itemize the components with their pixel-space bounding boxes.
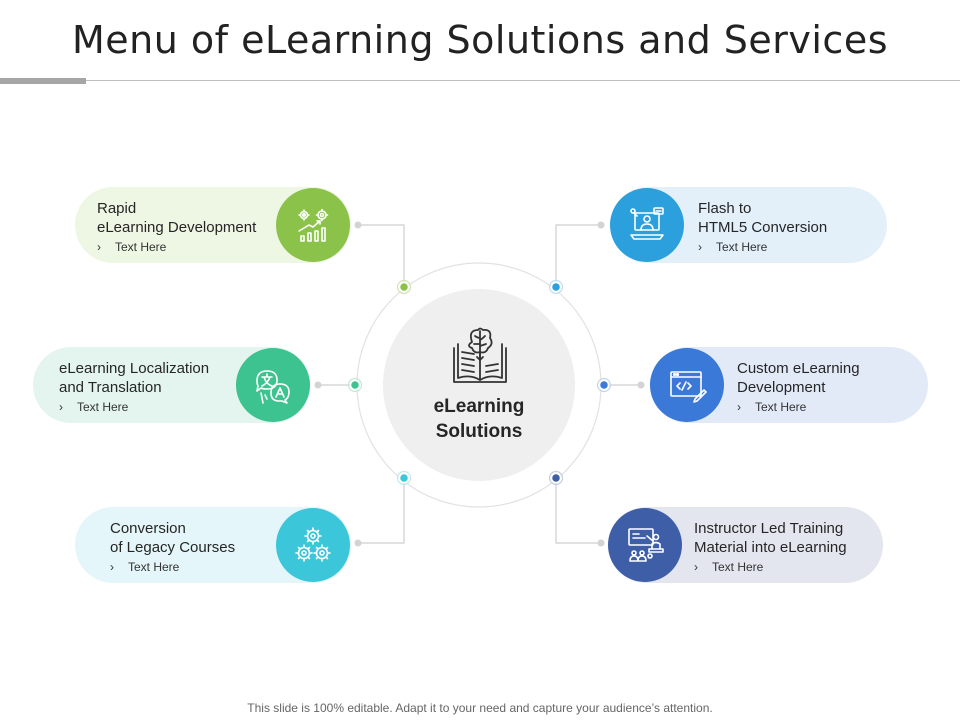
- item-title-line-1: eLearning Localization: [59, 360, 210, 377]
- item-subtext: ›Text Here: [737, 400, 807, 414]
- center-hub: [383, 289, 575, 481]
- item-subtext: ›Text Here: [59, 400, 129, 414]
- ring-dot-6: [550, 472, 562, 484]
- brain-book-icon: [453, 327, 507, 383]
- item-title-line-2: and Translation: [59, 379, 162, 396]
- item-title-line-1: Instructor Led Training: [694, 520, 844, 537]
- icon-circle-flash: [610, 188, 684, 262]
- item-subtext: ›Text Here: [698, 240, 768, 254]
- text-instructor-led: Instructor Led Training Material into eL…: [694, 519, 847, 577]
- text-custom-elearning: Custom eLearning Development ›Text Here: [737, 359, 860, 417]
- item-title-line-2: eLearning Development: [97, 219, 257, 236]
- item-title-line-1: Flash to: [698, 200, 752, 217]
- center-label: eLearning Solutions: [383, 394, 575, 444]
- item-title-line-2: of Legacy Courses: [110, 539, 236, 556]
- code-editor-icon: [670, 371, 707, 403]
- classroom-icon: [628, 528, 664, 562]
- text-flash-html5: Flash to HTML5 Conversion ›Text Here: [698, 199, 827, 257]
- center-line-2: Solutions: [435, 421, 523, 442]
- growth-chart-gears-icon: [298, 208, 329, 242]
- item-title-line-1: Rapid: [97, 200, 137, 217]
- icon-circle-localization: [236, 348, 310, 422]
- item-title-line-2: HTML5 Conversion: [698, 219, 828, 236]
- icon-circle-instructor: [608, 508, 682, 582]
- text-localization: eLearning Localization and Translation ›…: [59, 359, 209, 417]
- item-title-line-2: Material into eLearning: [694, 539, 847, 556]
- ring-dot-1: [398, 281, 410, 293]
- center-line-1: eLearning: [433, 396, 525, 417]
- item-subtext: ›Text Here: [97, 240, 167, 254]
- gears-icon: [295, 527, 331, 562]
- footer-note: This slide is 100% editable. Adapt it to…: [247, 701, 713, 715]
- title-divider: [86, 80, 960, 81]
- ring-dot-4: [550, 281, 562, 293]
- ring-dot-5: [598, 379, 610, 391]
- page-title: Menu of eLearning Solutions and Services: [71, 18, 889, 62]
- text-rapid-elearning: Rapid eLearning Development ›Text Here: [97, 199, 256, 257]
- laptop-user-icon: [630, 207, 664, 240]
- item-title-line-2: Development: [737, 379, 826, 396]
- icon-circle-rapid: [276, 188, 350, 262]
- icon-circle-legacy: [276, 508, 350, 582]
- item-subtext: ›Text Here: [110, 560, 180, 574]
- item-subtext: ›Text Here: [694, 560, 764, 574]
- title-accent-bar: [0, 78, 86, 84]
- ring-dot-2: [349, 379, 361, 391]
- icon-circle-custom: [650, 348, 724, 422]
- item-title-line-1: Conversion: [110, 520, 186, 537]
- translation-icon: [256, 370, 290, 404]
- ring-dot-3: [398, 472, 410, 484]
- item-title-line-1: Custom eLearning: [737, 360, 860, 377]
- text-legacy-conversion: Conversion of Legacy Courses ›Text Here: [110, 519, 235, 577]
